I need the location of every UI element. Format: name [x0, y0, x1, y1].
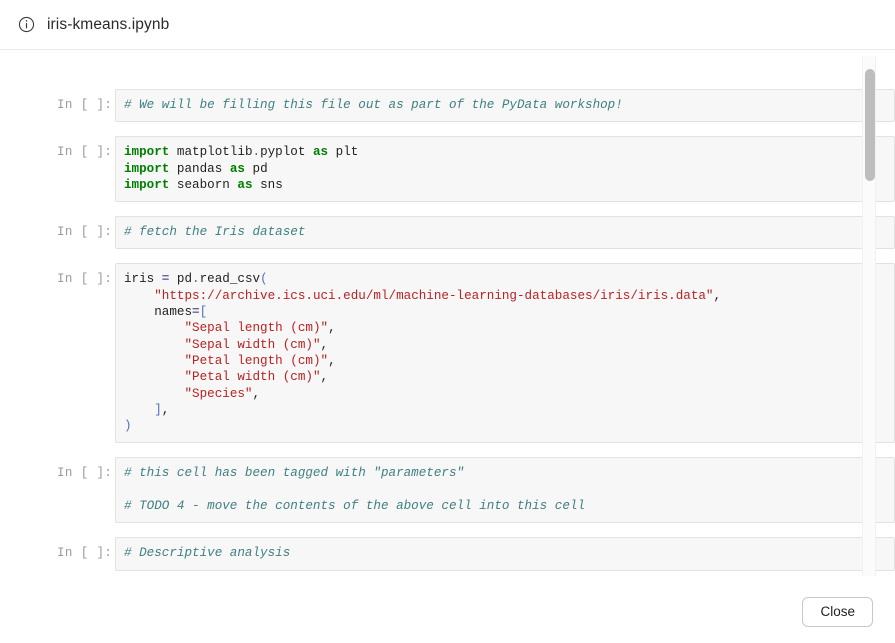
notebook-cell: In [ ]: iris = pd.read_csv( "https://arch… [57, 263, 895, 457]
cell-editor-cell-intro-comment[interactable]: # We will be filling this file out as pa… [115, 89, 895, 123]
close-button[interactable]: Close [802, 596, 873, 628]
cell-editor-cell-read-csv[interactable]: iris = pd.read_csv( "https://archive.ics… [115, 263, 895, 444]
info-circle-icon [18, 16, 35, 33]
cell-prompt-label: In [ ]: [57, 466, 113, 481]
cell-source: # Descriptive analysis [124, 546, 291, 561]
cell-source: # We will be filling this file out as pa… [124, 98, 623, 112]
notebook-scroll-area[interactable]: In [ ]: # We will be filling this file ou… [0, 51, 895, 581]
dialog-footer: Close [0, 581, 895, 643]
cell-editor-cell-descriptive-comment[interactable]: # Descriptive analysis [115, 537, 895, 571]
cell-prompt-label: In [ ]: [57, 272, 113, 287]
cell-editor-cell-fetch-comment[interactable]: # fetch the Iris dataset [115, 216, 895, 250]
cell-prompt-label: In [ ]: [57, 225, 113, 240]
notebook-cell: In [ ]: # this cell has been tagged with … [57, 457, 895, 537]
cell-source: import matplotlib.pyplot as plt import p… [124, 145, 359, 192]
page-title: iris-kmeans.ipynb [47, 15, 170, 33]
dialog-titlebar: iris-kmeans.ipynb [0, 0, 895, 50]
cell-prompt-label: In [ ]: [57, 98, 113, 112]
notebook-cell-list: In [ ]: # We will be filling this file ou… [0, 51, 895, 581]
notebook-cell: In [ ]: import matplotlib.pyplot as plt i… [57, 136, 895, 216]
notebook-cell: In [ ]: # Descriptive analysis [57, 537, 895, 581]
notebook-cell: In [ ]: # We will be filling this file ou… [57, 89, 895, 136]
cell-source: # fetch the Iris dataset [124, 225, 306, 240]
vertical-scrollbar[interactable] [862, 56, 876, 576]
cell-editor-cell-imports[interactable]: import matplotlib.pyplot as plt import p… [115, 136, 895, 203]
cell-prompt-label: In [ ]: [57, 546, 113, 561]
cell-source: # this cell has been tagged with "parame… [124, 466, 586, 514]
notebook-cell: In [ ]: # fetch the Iris dataset [57, 216, 895, 263]
scrollbar-thumb[interactable] [865, 69, 875, 181]
cell-editor-cell-parameters[interactable]: # this cell has been tagged with "parame… [115, 457, 895, 524]
cell-source: iris = pd.read_csv( "https://archive.ics… [124, 272, 722, 434]
cell-prompt-label: In [ ]: [57, 145, 113, 160]
